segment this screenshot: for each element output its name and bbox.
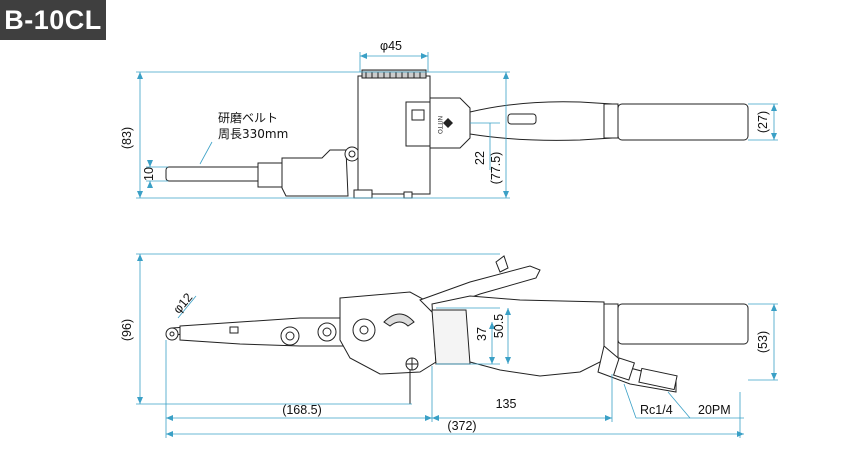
dim-height-775: (77.5) <box>489 152 503 185</box>
thread-label: Rc1/4 <box>640 403 673 417</box>
side-front-roller-hub <box>169 331 175 337</box>
model-badge: B-10CL <box>0 0 106 40</box>
dim-grip-height-53: (53) <box>756 331 770 353</box>
side-neck <box>431 309 471 365</box>
dim-roller-diameter-12: φ12 <box>170 290 195 316</box>
nitto-logo-icon <box>443 118 453 128</box>
hose-label: 20PM <box>698 403 731 417</box>
belt-note-line2: 周長330mm <box>218 127 288 141</box>
side-lever-tip <box>495 255 509 273</box>
belt-note-line1: 研磨ベルト <box>218 111 278 125</box>
top-arm-block <box>257 162 283 188</box>
dim-grip-height-27: (27) <box>756 111 770 133</box>
side-head-housing <box>339 291 437 375</box>
side-grip <box>617 303 749 345</box>
side-view <box>165 255 749 404</box>
top-cap <box>361 69 427 79</box>
dim-diameter-45: φ45 <box>380 39 402 53</box>
dim-offset-22: 22 <box>473 151 487 165</box>
dim-372: (372) <box>447 419 476 433</box>
side-guard-arc <box>383 313 415 327</box>
top-view-dimensions <box>136 52 778 199</box>
top-view: NITTO <box>165 69 749 199</box>
top-bracket <box>405 101 433 147</box>
top-foot <box>353 189 373 199</box>
top-brand-label: NITTO <box>436 116 442 134</box>
top-belt-arm <box>165 166 263 182</box>
top-grip <box>617 103 749 141</box>
top-grip-ring <box>603 103 619 139</box>
side-drive-wheel-hub <box>359 325 369 335</box>
top-handle <box>469 101 613 141</box>
dim-37: 37 <box>475 327 489 341</box>
dim-168-5: (168.5) <box>282 403 322 417</box>
dim-135: 135 <box>496 397 517 411</box>
dim-top-height-83: (83) <box>120 127 134 149</box>
top-bolt <box>403 191 413 199</box>
side-tension-knob-inner <box>285 331 295 341</box>
side-inlet-nut <box>612 357 636 381</box>
side-arm-bolt <box>229 326 239 334</box>
side-hose-fitting <box>638 367 678 391</box>
top-drive-housing <box>281 149 349 197</box>
dim-side-height-96: (96) <box>120 319 134 341</box>
top-idler-knob-inner <box>348 150 356 158</box>
side-view-dimensions <box>136 253 778 438</box>
dim-50-5: 50.5 <box>492 314 506 338</box>
top-lever-slot <box>507 113 537 125</box>
side-drive-knob-inner <box>322 327 332 337</box>
top-bracket-slot <box>411 109 425 121</box>
dim-belt-width-10: 10 <box>142 167 156 181</box>
